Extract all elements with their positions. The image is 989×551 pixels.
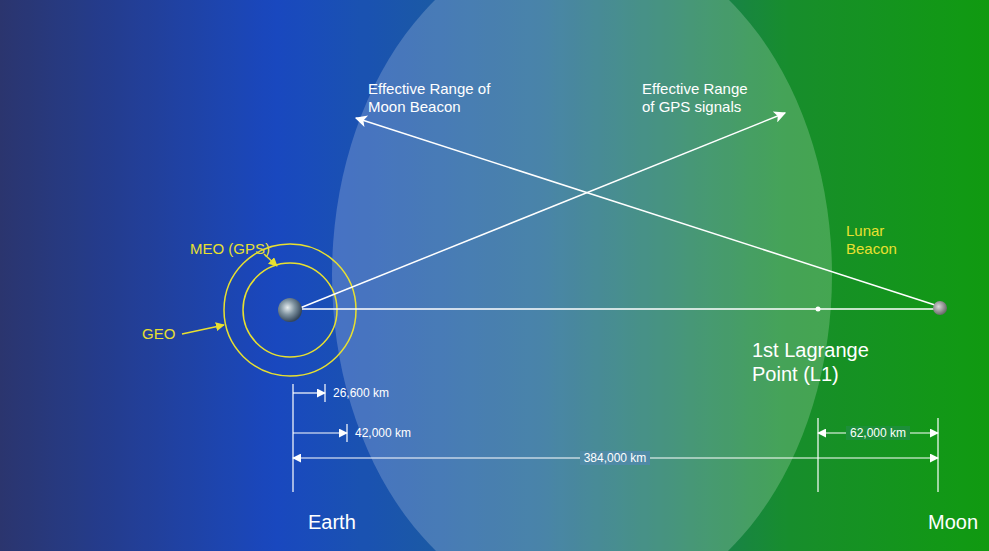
- body-label: Earth: [308, 510, 356, 534]
- meo-orbit: [243, 263, 337, 357]
- geo-orbit: [224, 244, 356, 376]
- dimension-label: 26,600 km: [333, 386, 389, 400]
- dimension-arrow: [293, 432, 347, 433]
- gps-range-arrow: [300, 113, 785, 308]
- orbit-label: MEO (GPS): [190, 240, 270, 258]
- dimension-tick: [937, 418, 938, 492]
- lagrange-label: 1st Lagrange Point (L1): [752, 338, 884, 386]
- earth-globe: [278, 298, 302, 322]
- beacon-label: Lunar Beacon: [846, 222, 908, 258]
- dimension-arrow: [293, 392, 325, 393]
- moon-globe: [933, 301, 947, 315]
- range-label: Effective Range of GPS signals: [642, 80, 762, 116]
- dimension-lines: [293, 384, 938, 492]
- dimension-tick: [292, 384, 293, 492]
- gps-range-ellipse: [332, 0, 832, 551]
- body-label: Moon: [928, 510, 978, 534]
- orbit-label: GEO: [142, 325, 175, 343]
- moon-beacon-range-arrow: [356, 118, 935, 305]
- earth-moon-line: [300, 308, 934, 310]
- dimension-label: 62,000 km: [846, 426, 910, 440]
- dimension-tick: [817, 418, 818, 492]
- dimension-label: 384,000 km: [580, 451, 651, 465]
- l1-point: [816, 307, 821, 312]
- geo-leader: [182, 325, 224, 334]
- range-label: Effective Range of Moon Beacon: [368, 80, 510, 116]
- dimension-label: 42,000 km: [355, 426, 411, 440]
